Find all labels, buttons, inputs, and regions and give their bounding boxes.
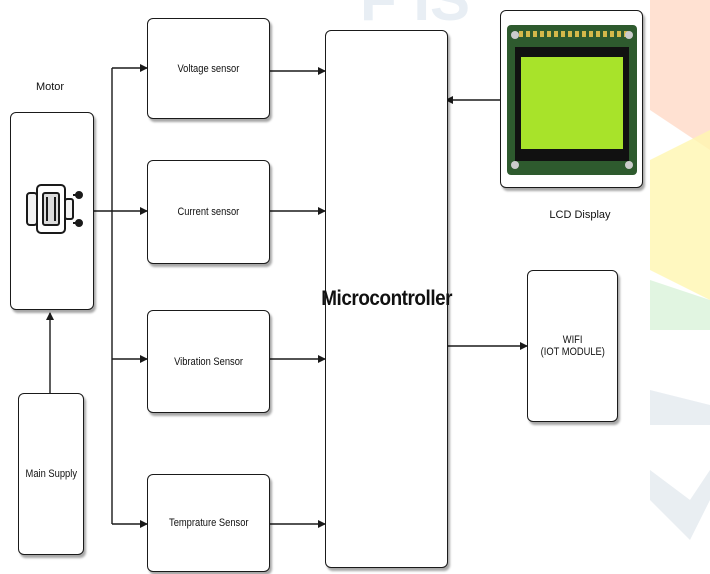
wifi-label: WIFI (563, 334, 583, 346)
vibration-sensor-label: Vibration Sensor (174, 356, 243, 368)
lcd-display-block (500, 10, 643, 188)
main-supply-block: Main Supply (18, 393, 84, 555)
motor-block (10, 112, 94, 310)
voltage-sensor-label: Voltage sensor (178, 63, 240, 75)
lcd-screen (521, 57, 623, 149)
motor-caption: Motor (30, 81, 70, 93)
main-supply-label: Main Supply (25, 468, 76, 480)
microcontroller-block: Microcontroller (325, 30, 448, 568)
vibration-sensor-block: Vibration Sensor (147, 310, 270, 413)
lcd-display-caption: LCD Display (540, 209, 620, 221)
motor-icon (11, 113, 93, 309)
microcontroller-label: Microcontroller (321, 287, 452, 311)
wifi-iot-module-block: WIFI (IOT MODULE) (527, 270, 618, 422)
temperature-sensor-label: Temprature Sensor (169, 517, 249, 529)
current-sensor-block: Current sensor (147, 160, 270, 264)
iot-module-label: (IOT MODULE) (540, 346, 604, 358)
temperature-sensor-block: Temprature Sensor (147, 474, 270, 572)
lcd-module-icon (501, 11, 642, 187)
current-sensor-label: Current sensor (178, 206, 240, 218)
voltage-sensor-block: Voltage sensor (147, 18, 270, 119)
